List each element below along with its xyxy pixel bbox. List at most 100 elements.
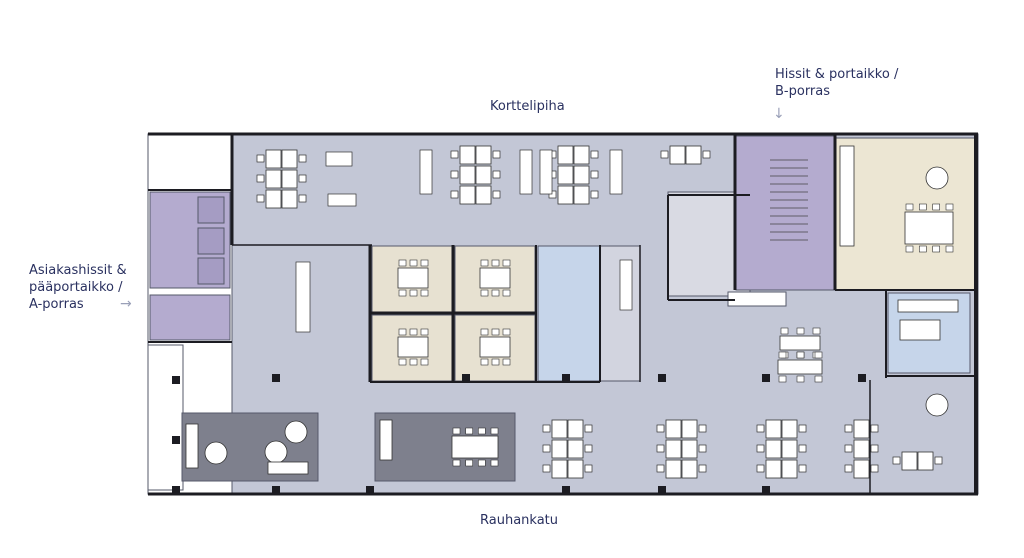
chair (492, 190, 501, 199)
chair (584, 464, 593, 473)
desk (557, 145, 574, 165)
stairs-b-label-line2: B-porras (775, 84, 831, 99)
chair (584, 444, 593, 453)
chair (298, 194, 307, 203)
desk (853, 419, 870, 439)
chair (660, 150, 669, 159)
chair (932, 203, 940, 211)
meeting-table (451, 435, 499, 459)
chair (796, 351, 805, 359)
chair (698, 444, 707, 453)
desk (573, 165, 590, 185)
chair (420, 328, 429, 336)
chair (945, 245, 954, 253)
desk (901, 451, 918, 471)
furniture-piece (325, 151, 353, 167)
column (762, 486, 770, 494)
desk (853, 459, 870, 479)
chair (492, 150, 501, 159)
stairs-b (735, 135, 837, 291)
desk (459, 185, 476, 205)
chair (420, 259, 429, 267)
furniture-piece (419, 149, 433, 195)
chair (945, 203, 954, 211)
chair (778, 375, 787, 383)
chair (420, 358, 429, 366)
desk (685, 145, 702, 165)
chair (870, 444, 879, 453)
desk (281, 169, 298, 189)
chair (478, 459, 486, 467)
chair (756, 444, 765, 453)
column (462, 374, 470, 382)
stairs-a-label-line3: A-porras (29, 297, 84, 312)
desk (281, 149, 298, 169)
chair (398, 289, 407, 297)
chair (298, 174, 307, 183)
chair (932, 245, 940, 253)
column (562, 374, 570, 382)
desk (681, 439, 698, 459)
chair (919, 203, 927, 211)
chair (698, 464, 707, 473)
chair (452, 427, 461, 435)
chair (491, 259, 500, 267)
column (366, 486, 374, 494)
chair (590, 190, 599, 199)
chair (584, 424, 593, 433)
chair (420, 289, 429, 297)
column (272, 486, 280, 494)
desk (475, 145, 492, 165)
chair (698, 424, 707, 433)
chair (478, 427, 486, 435)
chair (256, 154, 265, 163)
chair (450, 190, 459, 199)
chair (256, 174, 265, 183)
chair (491, 328, 500, 336)
desk (475, 185, 492, 205)
right-arrow-icon: → (120, 296, 132, 312)
desk (765, 439, 782, 459)
meeting-table (479, 336, 511, 358)
desk (781, 459, 798, 479)
chair (934, 456, 943, 465)
meeting-table (779, 335, 821, 351)
desk (459, 165, 476, 185)
desk (573, 185, 590, 205)
chair (480, 328, 489, 336)
printer-area (727, 291, 787, 307)
column (762, 374, 770, 382)
desk (917, 451, 934, 471)
chair (409, 328, 418, 336)
chair (656, 444, 665, 453)
desk (567, 459, 584, 479)
desk (681, 459, 698, 479)
down-arrow-icon: ↓ (773, 106, 785, 122)
chair (450, 150, 459, 159)
round-table (284, 420, 308, 444)
chair (542, 464, 551, 473)
chair (870, 464, 879, 473)
furniture-piece (519, 149, 533, 195)
column (858, 374, 866, 382)
chair (778, 351, 787, 359)
chair (905, 245, 914, 253)
chair (796, 327, 805, 335)
chair (502, 289, 511, 297)
column (658, 374, 666, 382)
stairs-a-label-line1: Asiakashissit & (29, 263, 127, 278)
chair (798, 464, 807, 473)
chair (398, 358, 407, 366)
chair (480, 358, 489, 366)
furniture-piece (619, 259, 633, 311)
chair (409, 259, 418, 267)
glass-room (537, 245, 601, 382)
desk (567, 419, 584, 439)
chair (812, 327, 821, 335)
sofa (379, 419, 393, 461)
main-lobby (149, 294, 231, 341)
furniture-piece (539, 149, 553, 195)
chair (656, 424, 665, 433)
chair (542, 444, 551, 453)
